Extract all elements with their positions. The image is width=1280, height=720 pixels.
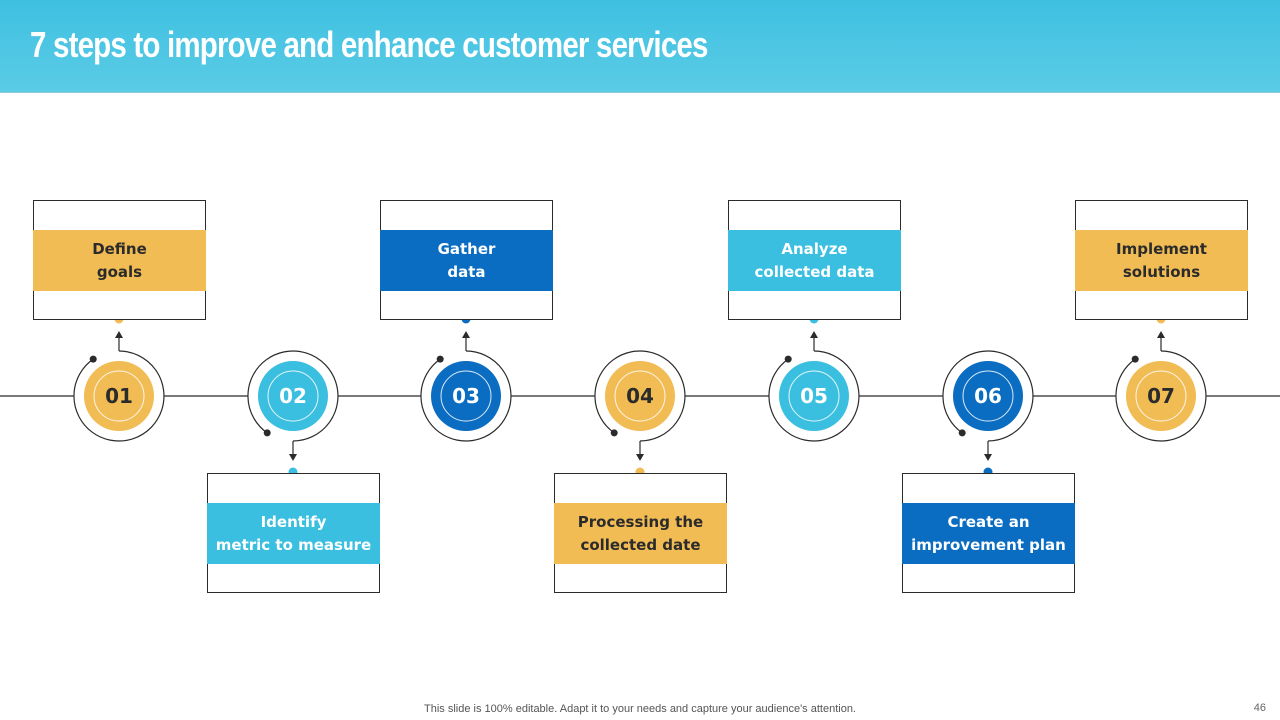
arrow-up-icon xyxy=(810,331,818,338)
step-title-line: Define xyxy=(92,239,147,258)
outer-ring xyxy=(420,350,512,442)
step-title-line: improvement plan xyxy=(911,535,1066,554)
step-title-line: Implement xyxy=(1116,239,1207,258)
step-number: 01 xyxy=(105,384,133,408)
step-node xyxy=(420,314,512,442)
arrow-down-icon xyxy=(984,454,992,461)
outer-ring xyxy=(594,350,686,442)
step-box: Analyze collected data xyxy=(728,200,901,320)
step-number: 04 xyxy=(626,384,654,408)
inner-ring xyxy=(267,370,319,422)
step-label-band: Identify metric to measure xyxy=(207,503,380,564)
inner-ring xyxy=(93,370,145,422)
page-number: 46 xyxy=(1253,702,1266,714)
arrow-down-icon xyxy=(636,454,644,461)
step-title-line: metric to measure xyxy=(215,535,372,554)
ring-end-dot xyxy=(1131,355,1139,363)
footer-note: This slide is 100% editable. Adapt it to… xyxy=(424,703,856,715)
step-number: 02 xyxy=(279,384,307,408)
step-number: 05 xyxy=(800,384,828,408)
outer-ring xyxy=(1115,350,1207,442)
step-title-line: Identify xyxy=(260,512,327,531)
step-title-line: collected date xyxy=(580,535,701,554)
page-title: 7 steps to improve and enhance customer … xyxy=(30,24,708,65)
step-box: Create an improvement plan xyxy=(902,473,1075,593)
step-number: 07 xyxy=(1147,384,1175,408)
ring-end-dot xyxy=(784,355,792,363)
inner-ring xyxy=(962,370,1014,422)
step-title-line: Analyze xyxy=(781,239,848,258)
step-box: Identify metric to measure xyxy=(207,473,380,593)
step-label-band: Analyze collected data xyxy=(728,230,901,291)
step-box: Gather data xyxy=(380,200,553,320)
step-title-line: collected data xyxy=(754,262,875,281)
step-node xyxy=(594,350,686,477)
inner-ring xyxy=(440,370,492,422)
outer-ring xyxy=(768,350,860,442)
ring-end-dot xyxy=(436,355,444,363)
step-title-line: data xyxy=(447,262,486,281)
outer-ring xyxy=(942,350,1034,442)
step-node xyxy=(73,314,165,442)
ring-end-dot xyxy=(958,429,966,437)
step-number: 06 xyxy=(974,384,1002,408)
step-number: 03 xyxy=(452,384,480,408)
arrow-up-icon xyxy=(1157,331,1165,338)
step-title-line: goals xyxy=(96,262,143,281)
step-box: Processing the collected date xyxy=(554,473,727,593)
ring-end-dot xyxy=(89,355,97,363)
step-box: Define goals xyxy=(33,200,206,320)
step-node xyxy=(1115,314,1207,442)
ring-end-dot xyxy=(263,429,271,437)
step-label-band: Define goals xyxy=(33,230,206,291)
step-node xyxy=(768,314,860,442)
step-label-band: Create an improvement plan xyxy=(902,503,1075,564)
step-title-line: Gather xyxy=(437,239,496,258)
inner-ring xyxy=(614,370,666,422)
arrow-up-icon xyxy=(115,331,123,338)
step-box: Implement solutions xyxy=(1075,200,1248,320)
arrow-down-icon xyxy=(289,454,297,461)
title-banner: 7 steps to improve and enhance customer … xyxy=(0,0,1280,93)
step-label-band: Gather data xyxy=(380,230,553,291)
inner-ring xyxy=(1135,370,1187,422)
step-title-line: Processing the xyxy=(577,512,704,531)
outer-ring xyxy=(247,350,339,442)
inner-ring xyxy=(788,370,840,422)
step-title-line: Create an xyxy=(947,512,1030,531)
step-label-band: Implement solutions xyxy=(1075,230,1248,291)
outer-ring xyxy=(73,350,165,442)
arrow-up-icon xyxy=(462,331,470,338)
ring-end-dot xyxy=(610,429,618,437)
step-label-band: Processing the collected date xyxy=(554,503,727,564)
step-title-line: solutions xyxy=(1122,262,1201,281)
step-node xyxy=(247,350,339,477)
step-node xyxy=(942,350,1034,477)
